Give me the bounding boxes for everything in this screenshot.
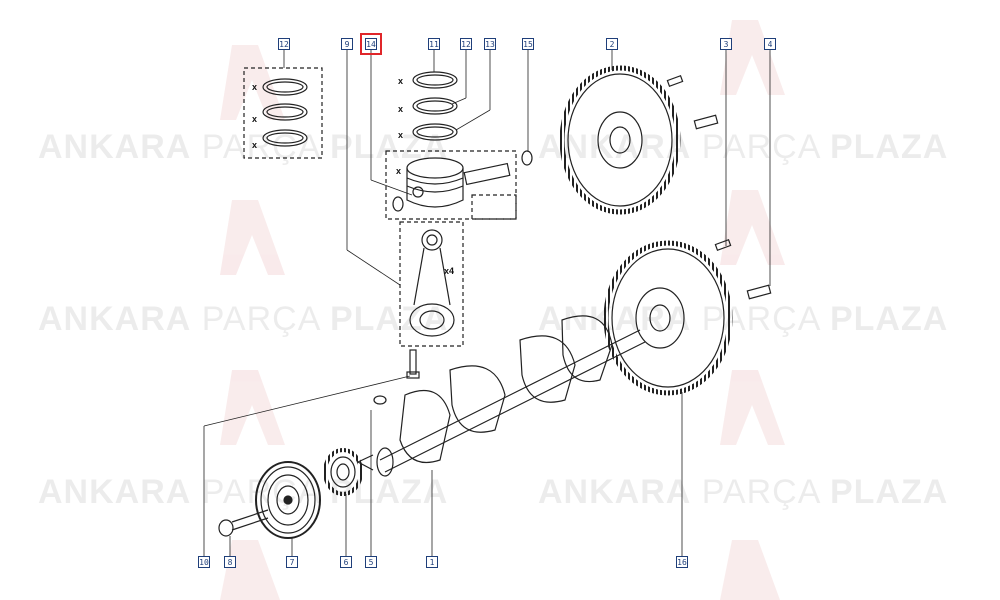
callout-11[interactable]: 11: [428, 38, 440, 50]
callout-4[interactable]: 4: [764, 38, 776, 50]
conrod-box: [399, 221, 464, 347]
ap-logo-watermark: [220, 370, 285, 445]
crank-web: [519, 335, 576, 403]
crank-web: [561, 315, 613, 383]
ap-logo-watermark: [720, 20, 785, 95]
callout-7[interactable]: 7: [286, 556, 298, 568]
crank-web: [399, 389, 451, 464]
ring-mark: x: [398, 130, 404, 140]
conrod-small-end: [421, 229, 443, 251]
piston-ring: [412, 97, 458, 115]
ap-logo-watermark: [720, 190, 785, 265]
callout-15[interactable]: 15: [522, 38, 534, 50]
piston-ring: [412, 71, 458, 89]
piston-assembly-box: [385, 150, 517, 220]
flywheel-bolt-lower: [746, 284, 772, 300]
piston-ring: [412, 123, 458, 141]
piston-pin-hole: [412, 186, 424, 198]
callout-12-right[interactable]: 12: [460, 38, 472, 50]
ap-logo-watermark: [720, 540, 780, 600]
ring-mark: x: [398, 76, 404, 86]
woodruff-key: [373, 395, 387, 405]
flywheel-upper: [559, 65, 681, 215]
pulley-bolt: [231, 509, 269, 531]
ring-mark: x: [252, 140, 258, 150]
circlip: [392, 196, 404, 212]
callout-2[interactable]: 2: [606, 38, 618, 50]
crank-nose: [376, 447, 394, 477]
piston-ring: [416, 74, 454, 86]
dowel-pin-lower: [714, 239, 732, 251]
piston-body: [406, 168, 464, 208]
ring-mark: x: [252, 82, 258, 92]
callout-3[interactable]: 3: [720, 38, 732, 50]
callout-10[interactable]: 10: [198, 556, 210, 568]
piston-ring: [266, 81, 304, 93]
ap-logo-watermark: [220, 540, 280, 600]
piston-ring: [266, 132, 304, 144]
callout-13[interactable]: 13: [484, 38, 496, 50]
piston-crown: [406, 157, 464, 179]
callout-8[interactable]: 8: [224, 556, 236, 568]
crank-web: [449, 365, 506, 433]
circlip-15: [521, 150, 533, 166]
piston-ring: [262, 103, 308, 121]
piston-ring: [266, 106, 304, 118]
dowel-pin: [666, 75, 684, 87]
callout-14[interactable]: 14: [360, 33, 382, 55]
timing-gear: [323, 448, 363, 496]
flywheel-bolt: [693, 114, 719, 130]
callout-12-left[interactable]: 12: [278, 38, 290, 50]
ap-logo-watermark: [720, 370, 785, 445]
ap-logo-watermark: [220, 200, 285, 275]
conrod-bolt: [409, 349, 417, 375]
ap-logo-watermark: [220, 45, 285, 120]
pin-box: [471, 194, 517, 220]
ring-mark: x: [398, 104, 404, 114]
conrod-quantity: x4: [444, 266, 455, 276]
piston-ring: [416, 100, 454, 112]
callout-6[interactable]: 6: [340, 556, 352, 568]
crank-pulley: [255, 461, 321, 539]
flywheel-lower: [603, 240, 733, 396]
piston-ring: [416, 126, 454, 138]
ring-mark: x: [396, 166, 402, 176]
callout-16[interactable]: 16: [676, 556, 688, 568]
ring-mark: x: [252, 114, 258, 124]
ring-set-box-left: [243, 67, 323, 159]
callout-5[interactable]: 5: [365, 556, 377, 568]
piston-ring: [262, 78, 308, 96]
conrod-beam: [413, 247, 451, 306]
conrod-big-end: [409, 303, 455, 337]
callout-9[interactable]: 9: [341, 38, 353, 50]
callout-1[interactable]: 1: [426, 556, 438, 568]
piston-ring: [262, 129, 308, 147]
leader-lines: [203, 50, 771, 556]
piston-pin: [463, 162, 511, 186]
crankshaft-main: [379, 329, 641, 461]
watermark-logo-group: [220, 20, 785, 600]
